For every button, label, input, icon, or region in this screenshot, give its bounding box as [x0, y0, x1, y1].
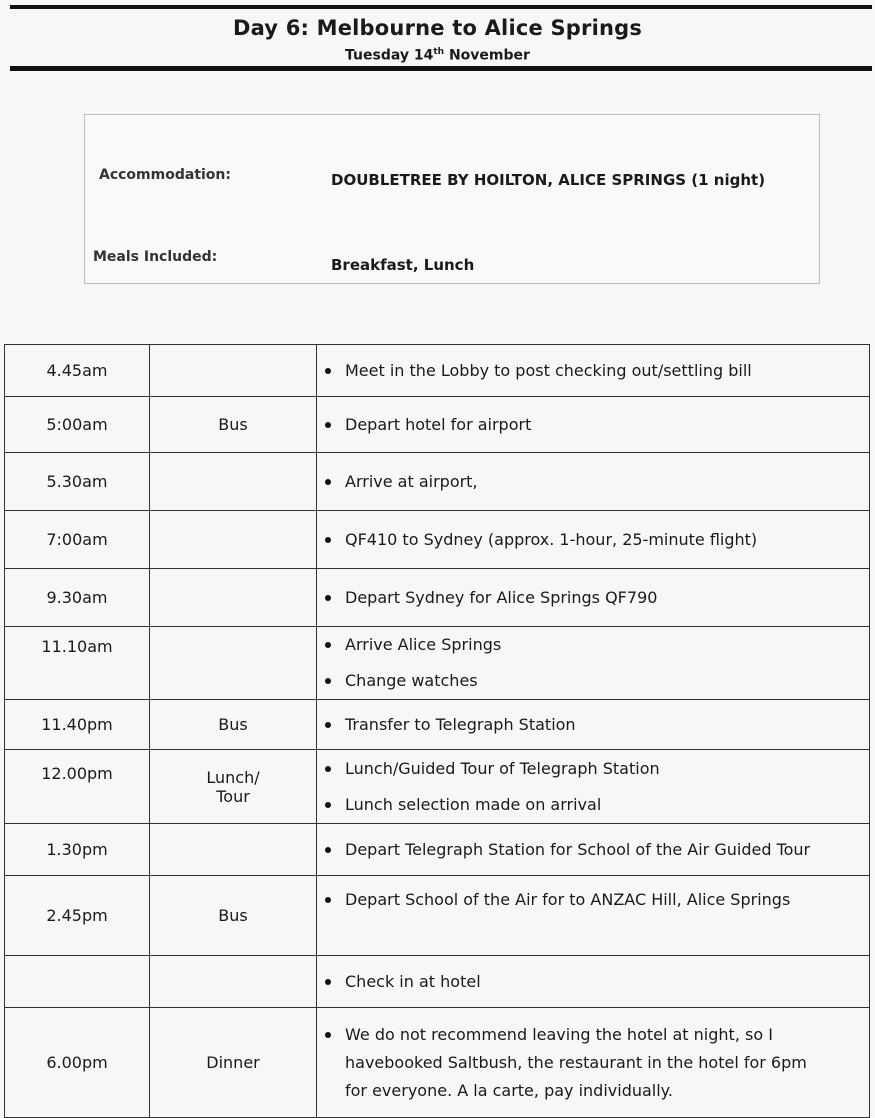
activity-cell: Depart hotel for airport: [316, 396, 870, 453]
type-cell: [149, 510, 317, 569]
table-row: 2.45pm Bus Depart School of the Air for …: [4, 875, 870, 956]
info-box: Accommodation: DOUBLETREE BY HOILTON, AL…: [84, 114, 820, 284]
type-cell: [149, 344, 317, 397]
table-row: 7:00am QF410 to Sydney (approx. 1-hour, …: [4, 510, 870, 569]
meals-value: Breakfast, Lunch: [331, 256, 475, 274]
table-row: 11.40pm Bus Transfer to Telegraph Statio…: [4, 699, 870, 750]
meals-label: Meals Included:: [93, 249, 218, 265]
accommodation-value: DOUBLETREE BY HOILTON, ALICE SPRINGS (1 …: [331, 171, 766, 189]
type-cell: [149, 626, 317, 700]
time-cell: 2.45pm: [4, 875, 150, 956]
activity-cell: Depart School of the Air for to ANZAC Hi…: [316, 875, 870, 956]
activity-cell: We do not recommend leaving the hotel at…: [316, 1007, 870, 1118]
time-cell: 7:00am: [4, 510, 150, 569]
time-cell: 12.00pm: [4, 749, 150, 824]
list-item: QF410 to Sydney (approx. 1-hour, 25-minu…: [317, 522, 869, 558]
time-cell: 5.30am: [4, 452, 150, 511]
list-item: Lunch selection made on arrival: [317, 787, 869, 823]
table-row: 5:00am Bus Depart hotel for airport: [4, 396, 870, 453]
type-cell: Bus: [149, 396, 317, 453]
type-cell: Dinner: [149, 1007, 317, 1118]
list-item: Arrive Alice Springs: [317, 627, 869, 663]
subtitle-month: November: [448, 47, 530, 64]
table-row: 1.30pm Depart Telegraph Station for Scho…: [4, 823, 870, 876]
time-cell: 1.30pm: [4, 823, 150, 876]
type-cell: [149, 955, 317, 1008]
activity-cell: QF410 to Sydney (approx. 1-hour, 25-minu…: [316, 510, 870, 569]
time-cell: 9.30am: [4, 568, 150, 627]
list-item: Meet in the Lobby to post checking out/s…: [317, 353, 869, 389]
activity-cell: Meet in the Lobby to post checking out/s…: [316, 344, 870, 397]
list-item: Check in at hotel: [317, 964, 869, 1000]
time-cell: 4.45am: [4, 344, 150, 397]
list-item: Change watches: [317, 663, 869, 699]
table-row: 9.30am Depart Sydney for Alice Springs Q…: [4, 568, 870, 627]
list-item: Transfer to Telegraph Station: [317, 707, 869, 743]
top-rule: [10, 5, 872, 9]
type-cell: [149, 452, 317, 511]
accommodation-label: Accommodation:: [99, 167, 231, 183]
schedule-table: 4.45am Meet in the Lobby to post checkin…: [4, 344, 870, 1118]
page-subtitle: Tuesday 14th November: [0, 47, 875, 64]
table-row: 5.30am Arrive at airport,: [4, 452, 870, 511]
list-item: Depart Telegraph Station for School of t…: [317, 832, 869, 868]
list-item: Depart hotel for airport: [317, 407, 869, 443]
time-cell: 5:00am: [4, 396, 150, 453]
type-cell: Bus: [149, 875, 317, 956]
list-item: Depart School of the Air for to ANZAC Hi…: [317, 882, 869, 918]
list-item: We do not recommend leaving the hotel at…: [317, 1021, 829, 1105]
table-row: 6.00pm Dinner We do not recommend leavin…: [4, 1007, 870, 1118]
activity-cell: Depart Sydney for Alice Springs QF790: [316, 568, 870, 627]
bottom-rule: [10, 66, 872, 71]
type-cell: [149, 823, 317, 876]
activity-cell: Depart Telegraph Station for School of t…: [316, 823, 870, 876]
time-cell: [4, 955, 150, 1008]
time-cell: 11.10am: [4, 626, 150, 700]
type-cell: Lunch/ Tour: [149, 749, 317, 824]
table-row: 12.00pm Lunch/ Tour Lunch/Guided Tour of…: [4, 749, 870, 824]
table-row: Check in at hotel: [4, 955, 870, 1008]
activity-cell: Transfer to Telegraph Station: [316, 699, 870, 750]
time-cell: 11.40pm: [4, 699, 150, 750]
table-row: 4.45am Meet in the Lobby to post checkin…: [4, 344, 870, 397]
activity-cell: Lunch/Guided Tour of Telegraph Station L…: [316, 749, 870, 824]
activity-cell: Arrive Alice Springs Change watches: [316, 626, 870, 700]
list-item: Depart Sydney for Alice Springs QF790: [317, 580, 869, 616]
time-cell: 6.00pm: [4, 1007, 150, 1118]
activity-cell: Arrive at airport,: [316, 452, 870, 511]
page-title: Day 6: Melbourne to Alice Springs: [232, 16, 643, 40]
subtitle-day: Tuesday 14: [345, 47, 434, 64]
activity-cell: Check in at hotel: [316, 955, 870, 1008]
list-item: Arrive at airport,: [317, 464, 869, 500]
type-cell: Bus: [149, 699, 317, 750]
list-item: Lunch/Guided Tour of Telegraph Station: [317, 751, 869, 787]
table-row: 11.10am Arrive Alice Springs Change watc…: [4, 626, 870, 700]
subtitle-suffix: th: [433, 47, 445, 57]
type-cell: [149, 568, 317, 627]
